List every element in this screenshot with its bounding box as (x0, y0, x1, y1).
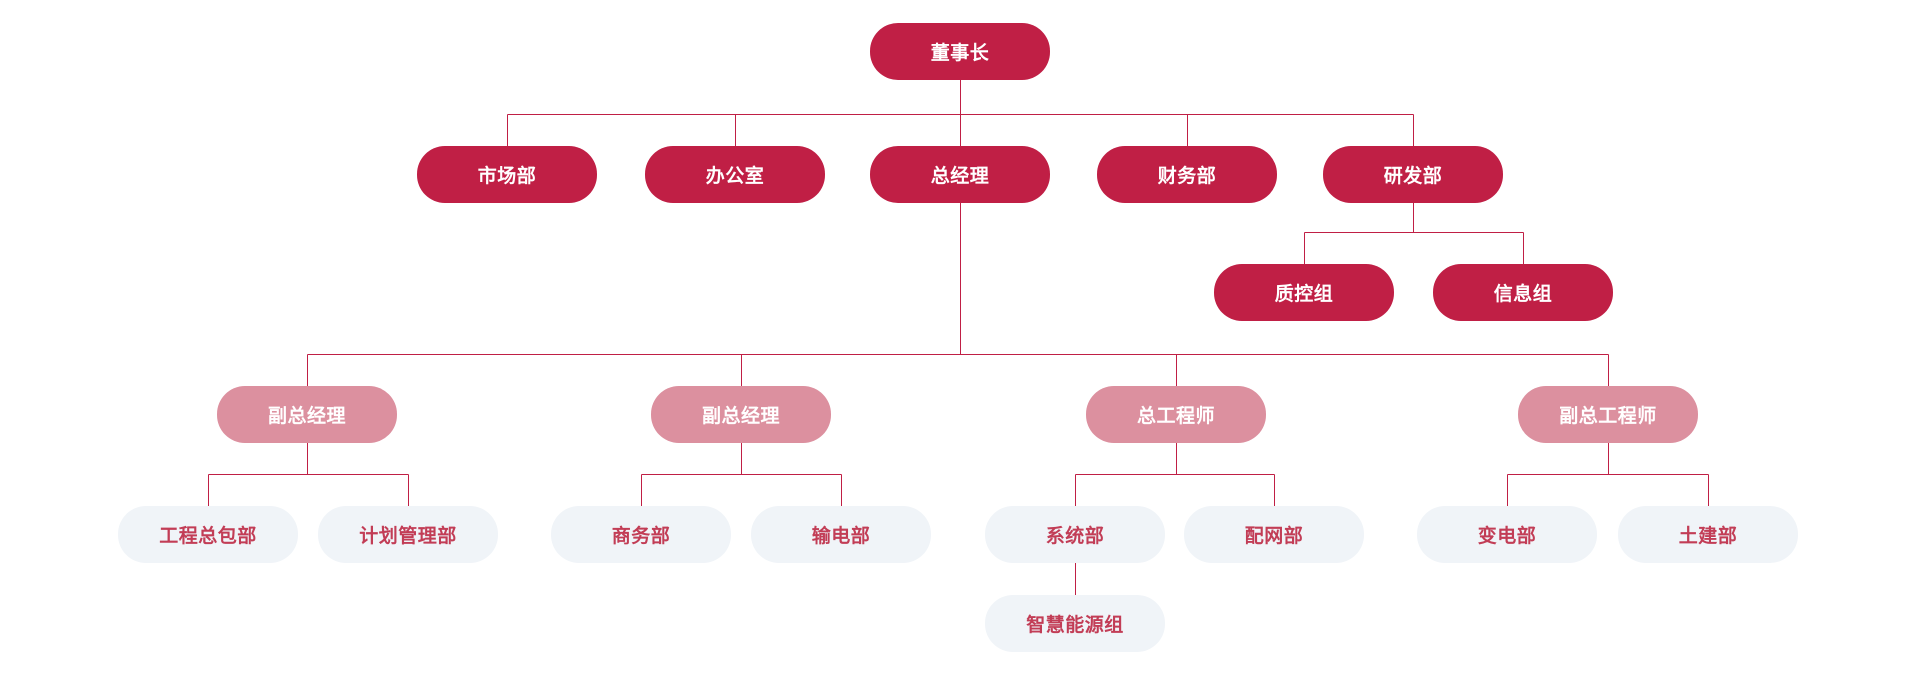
org-node-label: 质控组 (1274, 284, 1334, 305)
org-node-planning-dept[interactable]: 计划管理部 (318, 506, 498, 563)
org-node-label: 研发部 (1383, 166, 1443, 187)
org-node-office[interactable]: 办公室 (645, 146, 825, 203)
org-node-label: 市场部 (477, 166, 537, 187)
org-node-label: 办公室 (705, 166, 765, 187)
org-node-label: 副总工程师 (1559, 406, 1657, 427)
org-node-label: 董事长 (930, 43, 990, 64)
org-node-label: 总工程师 (1136, 406, 1215, 427)
org-node-label: 工程总包部 (159, 526, 257, 547)
org-node-information-group[interactable]: 信息组 (1433, 264, 1613, 321)
org-node-finance-dept[interactable]: 财务部 (1097, 146, 1277, 203)
org-node-label: 配网部 (1244, 526, 1304, 547)
org-node-chief-engineer[interactable]: 总工程师 (1086, 386, 1266, 443)
org-node-label: 系统部 (1045, 526, 1105, 547)
org-node-transmission-dept[interactable]: 输电部 (751, 506, 931, 563)
org-node-label: 副总经理 (267, 406, 346, 427)
org-node-label: 变电部 (1477, 526, 1537, 547)
org-node-label: 财务部 (1157, 166, 1217, 187)
org-node-label: 土建部 (1678, 526, 1738, 547)
org-node-label: 副总经理 (701, 406, 780, 427)
org-node-label: 智慧能源组 (1026, 615, 1124, 636)
org-node-label: 输电部 (811, 526, 871, 547)
org-node-deputy-chief-engineer[interactable]: 副总工程师 (1518, 386, 1698, 443)
org-node-deputy-gm-2[interactable]: 副总经理 (651, 386, 831, 443)
org-node-commerce-dept[interactable]: 商务部 (551, 506, 731, 563)
org-node-quality-control-group[interactable]: 质控组 (1214, 264, 1394, 321)
org-node-distribution-dept[interactable]: 配网部 (1184, 506, 1364, 563)
org-node-general-manager[interactable]: 总经理 (870, 146, 1050, 203)
org-node-substation-dept[interactable]: 变电部 (1417, 506, 1597, 563)
org-node-label: 计划管理部 (359, 526, 457, 547)
org-node-label: 商务部 (611, 526, 671, 547)
org-node-chairman[interactable]: 董事长 (870, 23, 1050, 80)
org-node-deputy-gm-1[interactable]: 副总经理 (217, 386, 397, 443)
org-node-smart-energy-group[interactable]: 智慧能源组 (985, 595, 1165, 652)
org-node-civil-dept[interactable]: 土建部 (1618, 506, 1798, 563)
org-node-label: 信息组 (1493, 284, 1553, 305)
org-node-epc-dept[interactable]: 工程总包部 (118, 506, 298, 563)
org-node-systems-dept[interactable]: 系统部 (985, 506, 1165, 563)
org-node-label: 总经理 (930, 166, 990, 187)
org-node-marketing-dept[interactable]: 市场部 (417, 146, 597, 203)
org-node-rnd-dept[interactable]: 研发部 (1323, 146, 1503, 203)
